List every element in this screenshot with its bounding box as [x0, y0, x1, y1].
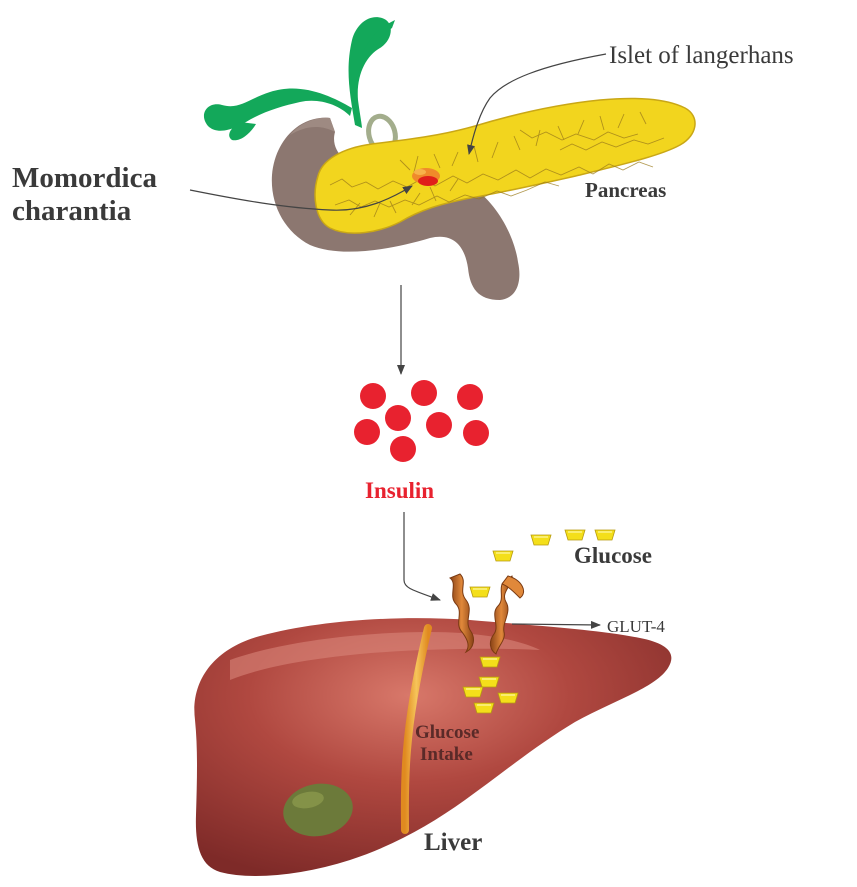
pancreas-label: Pancreas — [585, 178, 666, 202]
insulin-circle — [354, 419, 380, 445]
insulin-circle — [457, 384, 483, 410]
insulin-circle — [360, 383, 386, 409]
insulin-circle — [463, 420, 489, 446]
glucose-label: Glucose — [574, 543, 652, 568]
insulin-to-glut4-arrow — [404, 512, 440, 600]
insulin-molecules — [354, 380, 489, 462]
glucose-intake-label-line2: Intake — [420, 744, 473, 765]
insulin-label: Insulin — [365, 478, 434, 503]
momordica-label-line2: charantia — [12, 195, 132, 227]
glut4-label: GLUT-4 — [607, 617, 665, 636]
islet-red — [418, 176, 438, 186]
glucose-intake-label-line1: Glucose — [415, 722, 479, 743]
insulin-circle — [411, 380, 437, 406]
insulin-circle — [385, 405, 411, 431]
liver-label: Liver — [424, 829, 482, 856]
insulin-circle — [426, 412, 452, 438]
momordica-label-line1: Momordica — [12, 162, 157, 194]
momordica-plant-icon — [204, 17, 395, 140]
insulin-circle — [390, 436, 416, 462]
islet-label: Islet of langerhans — [609, 42, 794, 69]
